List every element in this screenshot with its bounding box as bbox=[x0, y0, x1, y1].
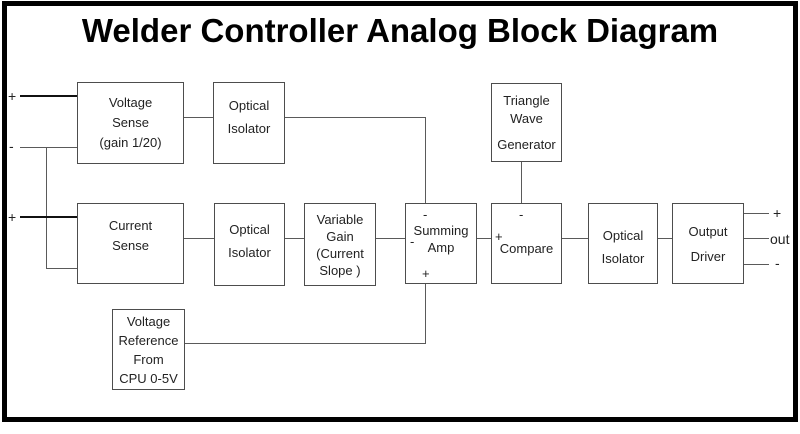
block-label-line: (Current bbox=[316, 245, 364, 261]
block-label-line: Driver bbox=[690, 248, 726, 264]
block-label-line: Current bbox=[108, 217, 153, 233]
wire-variable-gain-to-summing bbox=[376, 238, 405, 239]
block-label-line: Amp bbox=[427, 239, 455, 255]
block-label-line: Voltage bbox=[108, 95, 153, 110]
block-label-line: Optical bbox=[229, 221, 270, 237]
output-minus-terminal-label: - bbox=[775, 255, 780, 271]
block-optical-isolator-1: Optical Isolator bbox=[213, 82, 285, 164]
block-variable-gain: Variable Gain (Current Slope ) bbox=[304, 203, 376, 286]
block-label-line: Optical bbox=[228, 98, 270, 113]
block-compare: - + Compare bbox=[491, 203, 562, 284]
block-label-line: Variable bbox=[316, 211, 364, 227]
wire-compare-to-isolator3 bbox=[562, 238, 588, 239]
block-optical-isolator-2: Optical Isolator bbox=[214, 203, 285, 286]
block-label-line: Summing bbox=[413, 222, 469, 238]
compare-top-minus-port: - bbox=[519, 207, 524, 222]
block-optical-isolator-3: Optical Isolator bbox=[588, 203, 658, 284]
block-label-line: Sense bbox=[112, 115, 149, 130]
wire-output-out bbox=[744, 238, 769, 239]
wire-triangle-to-compare bbox=[521, 162, 522, 203]
block-voltage-reference: Voltage Reference From CPU 0-5V bbox=[112, 309, 185, 390]
block-triangle-wave-generator: Triangle Wave Generator bbox=[491, 83, 562, 162]
voltage-plus-terminal-label: + bbox=[8, 88, 17, 104]
block-label-line: Wave bbox=[510, 110, 543, 126]
block-label-line: Sense bbox=[112, 237, 149, 253]
block-label-line: Isolator bbox=[228, 244, 271, 260]
output-out-terminal-label: out bbox=[770, 231, 790, 247]
wire-summing-to-compare bbox=[477, 238, 491, 239]
block-label-line: Optical bbox=[602, 227, 644, 243]
wire-isolator3-to-output-driver bbox=[658, 238, 672, 239]
wire-minus-branch-vertical bbox=[46, 147, 47, 269]
block-label-line: Compare bbox=[499, 241, 554, 256]
wire-voltage-sense-to-isolator1 bbox=[184, 117, 213, 118]
block-label-line: Gain bbox=[326, 228, 354, 244]
wire-output-minus bbox=[744, 264, 769, 265]
wire-current-plus-input bbox=[20, 216, 77, 218]
output-plus-terminal-label: + bbox=[773, 205, 782, 221]
diagram-title: Welder Controller Analog Block Diagram bbox=[81, 12, 719, 49]
wire-isolator1-out-horizontal bbox=[285, 117, 426, 118]
block-label-line: Output bbox=[688, 223, 728, 239]
wire-isolator1-down-to-summing bbox=[425, 117, 426, 203]
block-label-line: From bbox=[133, 351, 164, 367]
compare-left-plus-port: + bbox=[495, 229, 503, 244]
block-label-line: CPU 0-5V bbox=[119, 370, 178, 386]
summing-amp-top-minus-port: - bbox=[423, 207, 428, 222]
block-label-line: Reference bbox=[118, 332, 179, 348]
block-label-line: Isolator bbox=[601, 250, 645, 266]
wire-output-plus bbox=[744, 213, 769, 214]
wire-current-sense-to-isolator2 bbox=[184, 238, 214, 239]
block-voltage-sense: Voltage Sense (gain 1/20) bbox=[77, 82, 184, 164]
summing-amp-left-minus-port: - bbox=[410, 234, 415, 249]
block-label-line: Slope ) bbox=[319, 262, 361, 278]
block-current-sense: Current Sense bbox=[77, 203, 184, 284]
block-label-line: Triangle bbox=[503, 92, 550, 108]
block-label-line: Voltage bbox=[126, 313, 171, 329]
block-output-driver: Output Driver bbox=[672, 203, 744, 284]
voltage-minus-terminal-label: - bbox=[9, 138, 14, 154]
summing-amp-bottom-plus-port: + bbox=[422, 266, 430, 281]
wire-minus-branch-to-current-sense bbox=[46, 268, 77, 269]
wire-vref-up-to-summing bbox=[425, 284, 426, 344]
block-summing-amp: - - + Summing Amp bbox=[405, 203, 477, 284]
current-plus-terminal-label: + bbox=[8, 209, 17, 225]
block-label-line: Generator bbox=[497, 136, 556, 152]
block-label-line: (gain 1/20) bbox=[99, 135, 162, 150]
wire-voltage-minus-input bbox=[20, 147, 77, 148]
wire-isolator2-to-variable-gain bbox=[285, 238, 304, 239]
wire-vref-horizontal bbox=[185, 343, 425, 344]
block-label-line: Isolator bbox=[227, 121, 271, 136]
wire-voltage-plus-input bbox=[20, 95, 77, 97]
